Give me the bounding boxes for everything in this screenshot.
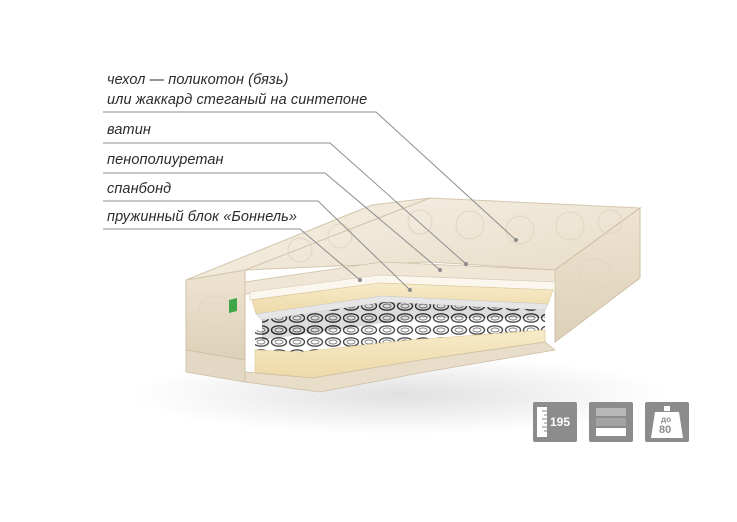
label-cover-line1: чехол — поликотон (бязь) [107, 72, 289, 88]
layers-badge [589, 402, 633, 442]
spring-block-lower [255, 318, 545, 352]
label-cover-line2: или жаккард стеганый на синтепоне [107, 92, 368, 108]
length-value: 195 [550, 415, 571, 429]
mattress-right-side [554, 207, 641, 344]
label-batting: ватин [107, 122, 151, 138]
green-tag [229, 298, 237, 313]
weight-prefix: до [661, 415, 671, 424]
batting-layer [249, 274, 556, 301]
label-spring-block: пружинный блок «Боннель» [107, 209, 298, 225]
weight-badge: до 80 [645, 402, 689, 442]
bottom-cover [244, 341, 556, 393]
label-spunbond: спанбонд [107, 181, 172, 197]
length-badge: 195 [533, 402, 577, 442]
weight-icon [651, 406, 683, 438]
ruler-icon [537, 407, 547, 437]
weight-value: 80 [659, 424, 672, 436]
label-foam: пенополиуретан [107, 152, 224, 168]
layers-icon [596, 408, 626, 436]
